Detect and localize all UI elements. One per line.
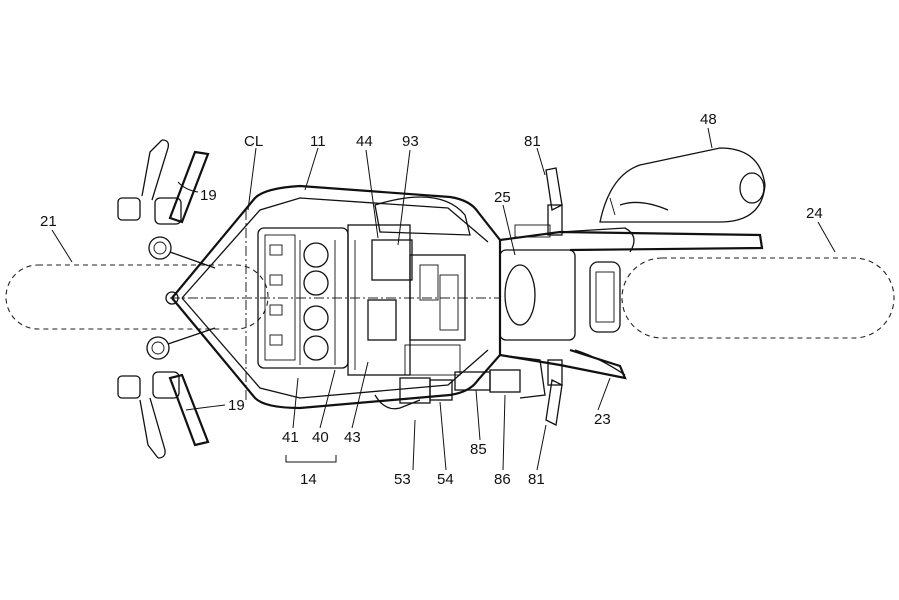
engine-block [257, 196, 471, 376]
label-44: 44 [356, 133, 373, 150]
swing-arm [499, 227, 764, 380]
label-41: 41 [282, 429, 299, 446]
label-24: 24 [806, 205, 823, 222]
lower-components [374, 354, 546, 410]
handlebars [117, 139, 216, 459]
label-25: 25 [494, 189, 511, 206]
label-53: 53 [394, 471, 411, 488]
label-43: 43 [344, 429, 361, 446]
label-14: 14 [300, 471, 317, 488]
label-93: 93 [402, 133, 419, 150]
label-81-top: 81 [524, 133, 541, 150]
reference-labels: CL 11 44 93 81 48 19 21 25 24 19 41 40 4… [40, 111, 823, 488]
label-21: 21 [40, 213, 57, 230]
label-19-bottom: 19 [228, 397, 245, 414]
leader-lines [51, 127, 836, 471]
label-86: 86 [494, 471, 511, 488]
label-81-bottom: 81 [528, 471, 545, 488]
label-cl: CL [244, 133, 263, 150]
label-54: 54 [437, 471, 454, 488]
label-40: 40 [312, 429, 329, 446]
front-wheel-outline [5, 264, 269, 330]
main-frame [165, 184, 502, 410]
label-23: 23 [594, 411, 611, 428]
rear-wheel-outline [621, 257, 895, 339]
label-48: 48 [700, 111, 717, 128]
seat [599, 147, 766, 223]
label-11: 11 [310, 133, 326, 150]
label-19-top: 19 [200, 187, 217, 204]
label-85: 85 [470, 441, 487, 458]
footrest-brackets [514, 167, 563, 426]
